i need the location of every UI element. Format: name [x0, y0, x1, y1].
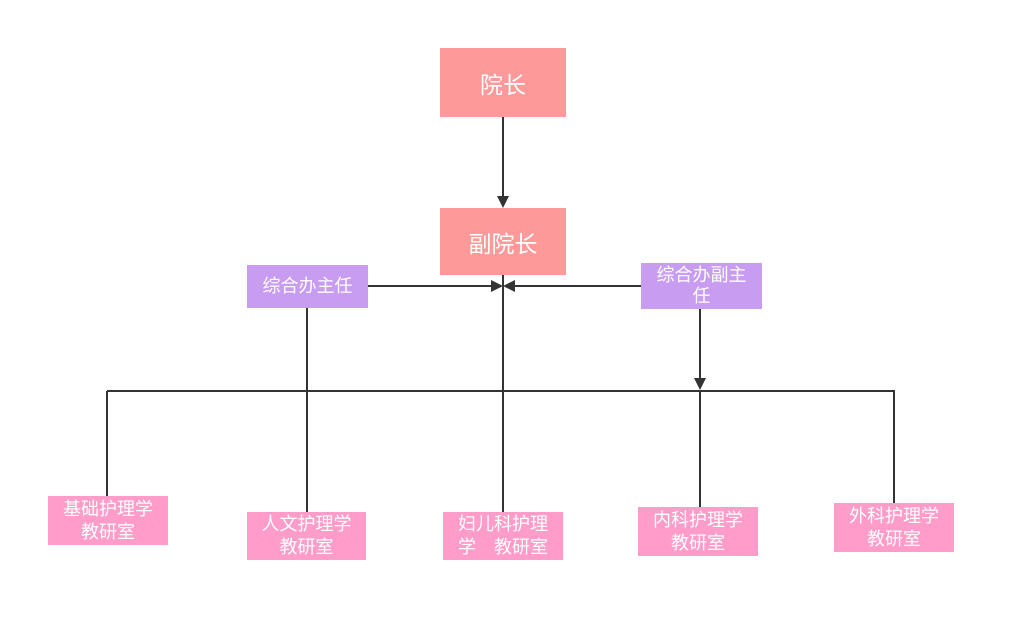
node-dept-surgical-nursing: 外科护理学 教研室 — [834, 503, 954, 552]
node-office-director: 综合办主任 — [247, 265, 368, 308]
arrowhead-right-center — [491, 280, 503, 292]
arrowhead-down-bus — [694, 378, 706, 390]
node-dept-internal-medicine-nursing: 内科护理学 教研室 — [638, 507, 758, 556]
node-dept-basic-nursing: 基础护理学 教研室 — [48, 496, 168, 545]
node-dean: 院长 — [440, 48, 566, 117]
node-office-deputy-director: 综合办副主 任 — [641, 263, 762, 309]
node-vice-dean: 副院长 — [440, 208, 566, 275]
arrowhead-down-vice-dean — [497, 196, 509, 208]
node-dept-humanistic-nursing: 人文护理学 教研室 — [247, 512, 366, 560]
arrowhead-left-center — [503, 280, 515, 292]
node-dept-obstetrics-pediatrics-nursing: 妇儿科护理 学 教研室 — [443, 512, 563, 560]
